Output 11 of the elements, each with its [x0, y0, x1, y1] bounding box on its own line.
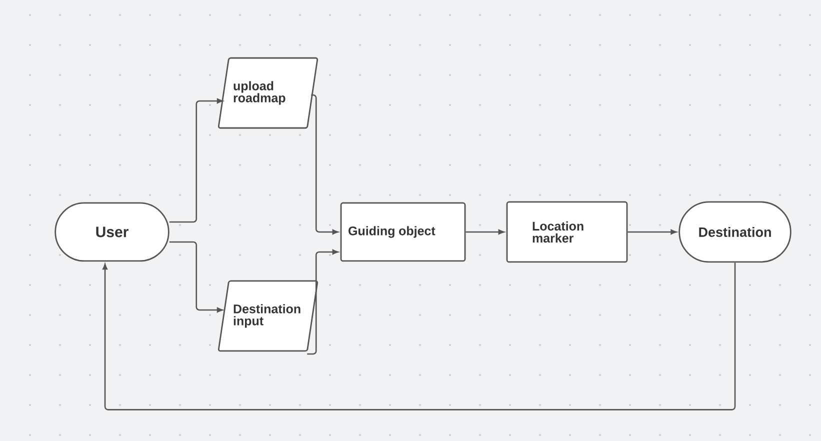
arrow: [311, 94, 338, 234]
arrow: [466, 229, 504, 234]
process-box: Location marker: [506, 201, 628, 263]
arrow: [628, 229, 677, 234]
input-parallelogram: Destination input: [218, 280, 318, 352]
arrow: [169, 241, 223, 312]
arrow: [307, 249, 338, 355]
arrow: [102, 262, 736, 410]
input-parallelogram: upload roadmap: [218, 57, 318, 129]
process-box: Guiding object: [340, 202, 466, 262]
arrow: [169, 98, 223, 223]
